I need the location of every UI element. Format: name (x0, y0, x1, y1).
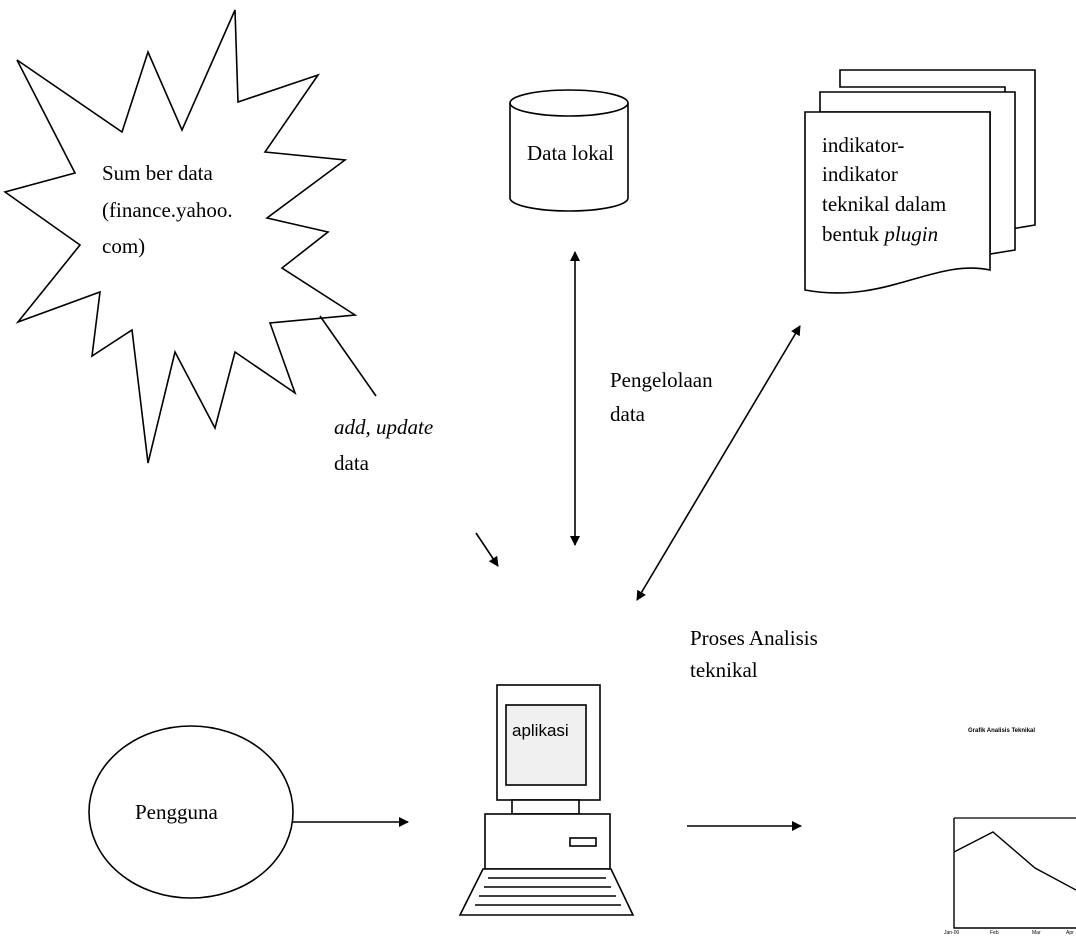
user-ellipse (88, 725, 294, 899)
analysis-line1: Proses Analisis (690, 626, 818, 650)
local-data-cylinder (509, 89, 629, 212)
chart-tick-1: Feb (990, 930, 999, 936)
arrow-plugins-app (636, 325, 801, 601)
data-source-starburst (3, 9, 358, 464)
source-label-line1: Sum ber data (102, 161, 213, 185)
source-label-line3: com) (102, 234, 146, 258)
arrow-source-line (319, 315, 377, 397)
computer-icon (458, 684, 635, 916)
data-management-line1: Pengelolaan (610, 368, 713, 392)
arrow-source-tip (475, 532, 499, 567)
add-update-line2: data (334, 451, 369, 475)
chart-tick-2: Mar (1032, 930, 1041, 936)
source-label-line2: (finance.yahoo. (102, 198, 233, 222)
chart-axes (953, 818, 1076, 929)
plugin-label-line1: indikator- (822, 133, 905, 157)
plugin-label-prefix: bentuk (822, 222, 885, 246)
analysis-line2: teknikal (690, 658, 758, 682)
plugin-documents (804, 69, 1036, 294)
chart-tick-0: Jan-00 (944, 930, 960, 936)
plugin-label-italic: plugin (884, 222, 939, 246)
chart-title: Grafik Analisis Teknikal (968, 728, 1036, 734)
computer-screen-label: aplikasi (512, 721, 569, 740)
data-management-line2: data (610, 402, 645, 426)
local-data-label: Data lokal (527, 141, 614, 165)
plugin-label-line3: teknikal dalam (822, 192, 947, 216)
chart-line (953, 831, 1076, 891)
chart-tick-3: Apr (1066, 930, 1074, 936)
plugin-label-line4: bentuk plugin (822, 220, 938, 249)
add-update-italic: add, update (334, 415, 434, 439)
result-chart (953, 790, 1076, 929)
plugin-label-line2: indikator (822, 162, 898, 186)
user-label: Pengguna (135, 800, 218, 824)
